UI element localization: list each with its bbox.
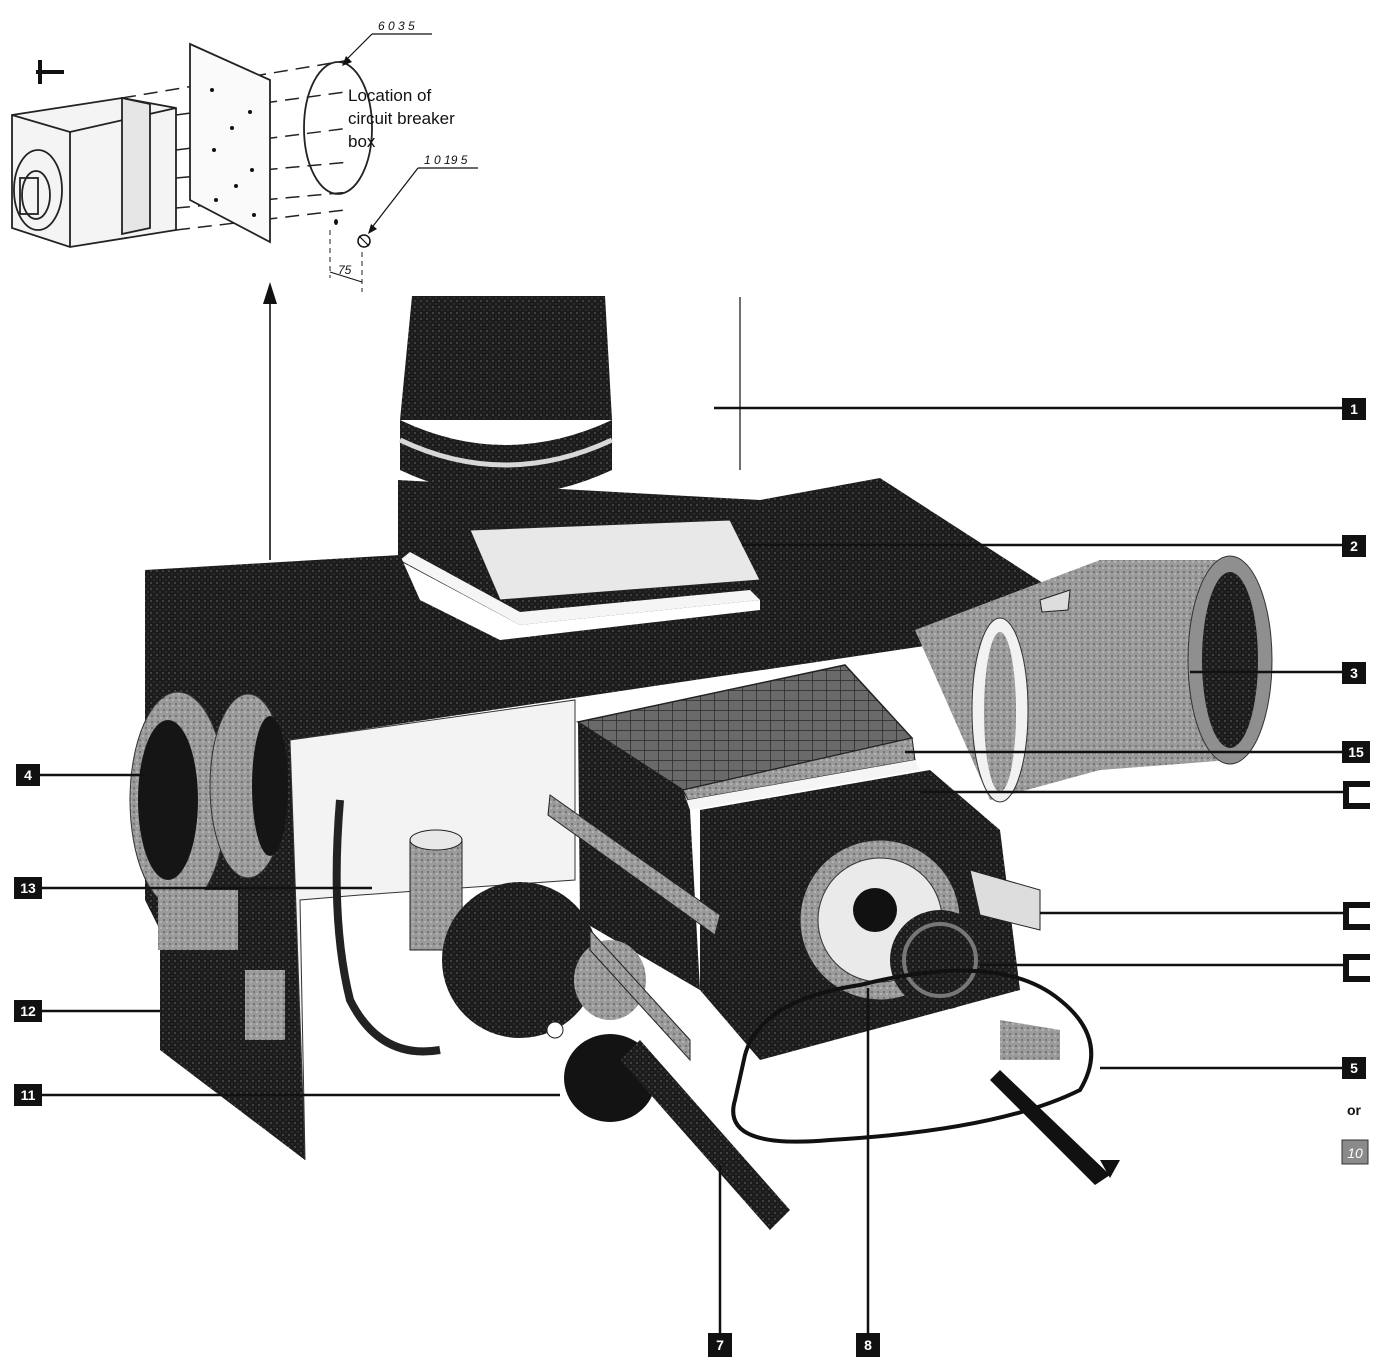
svg-text:10: 10 — [1347, 1145, 1363, 1161]
inset-panel-plate — [189, 42, 271, 244]
housing-top — [145, 478, 1100, 740]
svg-text:12: 12 — [20, 1003, 36, 1019]
inset-pointer-arrow — [263, 282, 277, 560]
callout-5: 5 — [1342, 1057, 1366, 1079]
callout-3: 3 — [1342, 662, 1366, 684]
svg-text:1 0 19 5: 1 0 19 5 — [424, 153, 468, 167]
top-duct-collar — [400, 296, 612, 420]
svg-text:3: 3 — [1350, 665, 1358, 681]
svg-text:1: 1 — [1350, 401, 1358, 417]
callout-10: 10 — [1341, 1139, 1369, 1165]
callout-12: 12 — [14, 1000, 42, 1022]
bracket-marker-c — [1343, 954, 1370, 982]
circuit-breaker-inset: Location of circuit breaker box 6 0 3 5 … — [11, 19, 478, 292]
callout-1: 1 — [1342, 398, 1366, 420]
breaker-cutout-ellipse — [303, 61, 373, 195]
svg-text:5: 5 — [1350, 1060, 1358, 1076]
inset-caption: Location of circuit breaker box — [348, 86, 460, 151]
filter-box — [578, 722, 700, 990]
svg-text:75: 75 — [338, 263, 352, 277]
callout-7: 7 — [708, 1333, 732, 1357]
mounting-rails — [547, 794, 1120, 1230]
drive-belt — [731, 968, 1094, 1144]
svg-text:8: 8 — [864, 1337, 872, 1353]
inset-panel-holes — [210, 88, 256, 217]
svg-text:11: 11 — [21, 1087, 36, 1103]
dimension-bottom: 1 0 19 5 — [368, 153, 478, 234]
callout-2: 2 — [1342, 535, 1366, 557]
svg-text:2: 2 — [1350, 538, 1358, 554]
callout-8: 8 — [856, 1333, 880, 1357]
svg-text:4: 4 — [24, 767, 32, 783]
svg-text:15: 15 — [1348, 744, 1364, 760]
svg-text:6 0 3 5: 6 0 3 5 — [378, 19, 415, 33]
inset-screw-detail: 75 — [329, 219, 371, 292]
bracket-marker-a — [1343, 781, 1370, 809]
dimension-top: 6 0 3 5 — [342, 19, 432, 66]
callout-15: 15 — [1342, 741, 1370, 763]
motor-assembly — [245, 799, 656, 1122]
callout-11: 11 — [14, 1084, 42, 1106]
leader-lines — [40, 297, 1345, 1333]
main-unit-photo — [129, 296, 1273, 1230]
breaker-box-shape — [11, 96, 177, 248]
inset-t-mark — [36, 60, 64, 84]
svg-text:13: 13 — [20, 880, 36, 896]
svg-text:7: 7 — [716, 1337, 724, 1353]
callout-4: 4 — [16, 764, 40, 786]
bracket-marker-b — [1343, 902, 1370, 930]
callout-or-text: or — [1347, 1102, 1362, 1118]
housing-front-face — [289, 699, 576, 1161]
callout-13: 13 — [14, 877, 42, 899]
blower-fan — [799, 839, 1041, 1010]
bracket-markers — [1343, 781, 1370, 982]
